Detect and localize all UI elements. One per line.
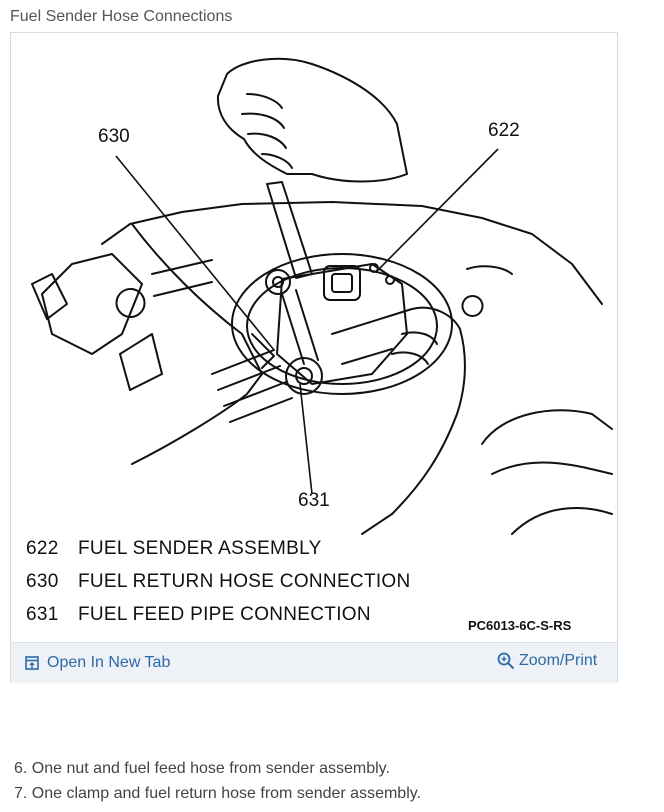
callout-622: 622: [488, 120, 520, 141]
fuel-sender-illustration: [31, 57, 613, 535]
open-in-new-tab-label: Open In New Tab: [47, 654, 171, 671]
step-item: 7. One clamp and fuel return hose from s…: [14, 785, 422, 802]
figure-code: PC6013-6C-S-RS: [468, 618, 572, 633]
zoom-icon: [497, 652, 515, 670]
legend-text: FUEL FEED PIPE CONNECTION: [78, 604, 371, 625]
figure-toolbar: Open In New Tab Zoom/Print: [11, 642, 617, 682]
legend-code: 630: [26, 571, 59, 592]
callout-630: 630: [98, 126, 130, 147]
legend-row: 622 FUEL SENDER ASSEMBLY: [26, 538, 322, 560]
legend-text: FUEL RETURN HOSE CONNECTION: [78, 571, 411, 592]
zoom-print-label: Zoom/Print: [519, 652, 598, 669]
instruction-steps: 6. One nut and fuel feed hose from sende…: [14, 756, 421, 806]
legend-code: 622: [26, 538, 59, 559]
legend-text: FUEL SENDER ASSEMBLY: [78, 538, 322, 559]
page-title: Fuel Sender Hose Connections: [10, 8, 233, 25]
legend-row: 631 FUEL FEED PIPE CONNECTION: [26, 604, 371, 626]
callout-631: 631: [298, 490, 330, 511]
zoom-print-link[interactable]: Zoom/Print: [497, 652, 597, 670]
step-item: 6. One nut and fuel feed hose from sende…: [14, 760, 390, 777]
legend-code: 631: [26, 604, 59, 625]
open-in-new-tab-link[interactable]: Open In New Tab: [25, 654, 170, 672]
legend-row: 630 FUEL RETURN HOSE CONNECTION: [26, 571, 411, 593]
open-in-new-tab-icon: [25, 656, 39, 670]
